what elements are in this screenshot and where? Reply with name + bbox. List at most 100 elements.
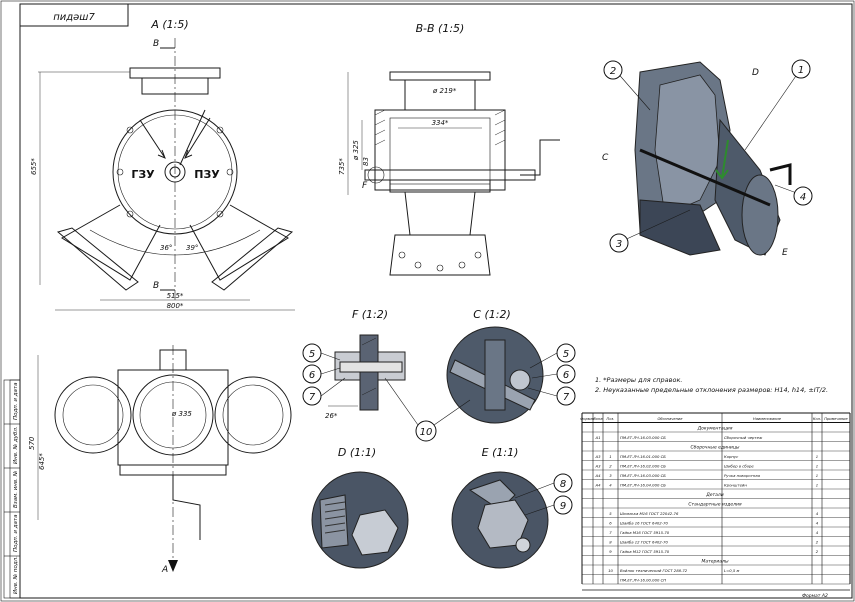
detail-d: D (1:1) bbox=[311, 446, 409, 569]
bom-section-title: Материалы bbox=[702, 559, 729, 565]
dim-655: 655* bbox=[30, 158, 38, 175]
front-645: 645* bbox=[38, 453, 46, 470]
inner-frame bbox=[19, 3, 853, 599]
front-dia: ø 335 bbox=[171, 410, 192, 418]
bb-334: 334* bbox=[432, 119, 449, 127]
bom-section-title: Стандартные изделия bbox=[688, 502, 742, 508]
bom-cell: А4 bbox=[594, 483, 601, 488]
iso-callout-4: 4 bbox=[800, 192, 806, 203]
bb-735: 735* bbox=[338, 158, 346, 175]
bb-dia-top: ø 219* bbox=[432, 87, 457, 95]
bom-header-cell: Обозначение bbox=[658, 417, 684, 421]
side-stamp-1: Подп. и дата bbox=[13, 514, 19, 552]
bom-cell: Шпилька М16 ГОСТ 22042-76 bbox=[620, 511, 679, 516]
bom-cell: А1 bbox=[594, 435, 600, 440]
bom-cell: 4 bbox=[816, 511, 819, 516]
angle-left: 36° bbox=[160, 244, 172, 252]
dim-800: 800* bbox=[167, 302, 184, 310]
bom-cell: Гайка М16 ГОСТ 5915-70 bbox=[620, 530, 670, 535]
section-b-top: B bbox=[153, 39, 159, 49]
angle-right: 39° bbox=[186, 244, 198, 252]
bom-cell: Кронштейн bbox=[724, 483, 747, 488]
iso-callout-1: 1 bbox=[798, 65, 804, 76]
c-callout-6: 6 bbox=[563, 370, 569, 381]
dim-515: 515* bbox=[167, 292, 184, 300]
bom-cell: 1 bbox=[816, 454, 818, 459]
bb-83: 83 bbox=[362, 157, 370, 166]
side-stamp-2: Взам. инв. № bbox=[13, 470, 19, 508]
bom-header-cell: Зона bbox=[593, 417, 602, 421]
note-1: 1. *Размеры для справок. bbox=[595, 376, 682, 384]
bom-header-cell: Примечание bbox=[824, 417, 848, 421]
bom-cell: 2 bbox=[816, 540, 819, 545]
front-view: ø 335 A 570 645* bbox=[28, 345, 292, 575]
bom-cell: Сборочный чертеж bbox=[724, 435, 763, 440]
bom-cell: Войлок технический ГОСТ 288-72 bbox=[620, 568, 688, 573]
bom-cell: 10 bbox=[608, 568, 613, 573]
bom-cell: 1 bbox=[816, 464, 818, 469]
view-a-title: A (1:5) bbox=[150, 18, 188, 31]
view-c-title: C (1:2) bbox=[473, 308, 510, 321]
bom-cell: 2 bbox=[816, 549, 819, 554]
bom-cell: 4 bbox=[816, 521, 819, 526]
bb-f-mark: F bbox=[362, 181, 368, 191]
bb-dia-side: ø 325 bbox=[352, 140, 360, 161]
bom-cell: ПМ.ЕТ.ЛЧ-16.02.000 СБ bbox=[620, 464, 666, 469]
view-e-title: E (1:1) bbox=[482, 446, 519, 459]
bom-cell: 4 bbox=[816, 530, 819, 535]
bom-cell: Шайба 12 ГОСТ 6402-70 bbox=[620, 540, 668, 545]
view-a: A (1:5) ГЗУ ПЗУ 655* 515* 800* 36° bbox=[30, 18, 295, 311]
bom-sheet-format: Формат А2 bbox=[802, 593, 828, 599]
f-callout-6: 6 bbox=[309, 370, 315, 381]
c-callout-7: 7 bbox=[563, 392, 570, 403]
side-stamp: Инв. № подл. Подп. и дата Взам. инв. № И… bbox=[3, 379, 21, 599]
callout-10: 10 bbox=[420, 427, 433, 438]
bom-cell: А3 bbox=[594, 464, 601, 469]
bom-cell: 8 bbox=[609, 540, 612, 545]
f-callout-5: 5 bbox=[309, 349, 315, 360]
arrow-a: A bbox=[161, 565, 168, 575]
front-570: 570 bbox=[28, 436, 36, 450]
bom-header-cell: Наименование bbox=[753, 417, 782, 421]
view-f-title: F (1:2) bbox=[352, 308, 388, 321]
bom-cell: 3 bbox=[609, 473, 612, 478]
iso-letter-d: D bbox=[752, 68, 759, 78]
iso-letter-c: C bbox=[602, 153, 609, 163]
e-callout-8: 8 bbox=[560, 479, 566, 490]
bom-cell: ПМ.ЕТ.ЛЧ-16.04.000 СБ bbox=[620, 483, 666, 488]
bom-cell: Ручка поворотная bbox=[724, 473, 761, 478]
side-stamp-3: Инв. № дубл. bbox=[13, 426, 19, 464]
bom-section-title: Документация bbox=[697, 426, 733, 432]
detail-f: F (1:2) 26* 5 6 7 bbox=[302, 308, 406, 420]
bom-cell: 5 bbox=[609, 511, 612, 516]
top-stamp-text: пидәш7 bbox=[53, 12, 95, 23]
bom-cell: Шибер в сборе bbox=[724, 464, 754, 469]
bom-header-cell: Кол. bbox=[813, 417, 821, 421]
plate-label-left: ГЗУ bbox=[131, 168, 155, 181]
iso-callout-2: 2 bbox=[610, 66, 616, 77]
bom-cell: 1 bbox=[816, 483, 818, 488]
bom-header-cell: Поз. bbox=[607, 417, 615, 421]
c-callout-5: 5 bbox=[563, 349, 569, 360]
iso-callout-3: 3 bbox=[616, 239, 622, 250]
plate-label-right: ПЗУ bbox=[194, 168, 220, 181]
bom-cell: 9 bbox=[609, 549, 612, 554]
side-stamp-4: Подп. и дата bbox=[13, 382, 19, 420]
bom-cell: ПМ.ЕТ.ЛЧ-16.00.000 СП bbox=[620, 578, 666, 583]
f-26: 26* bbox=[325, 412, 338, 420]
bom-cell: ПМ.ЕТ.ЛЧ-16.03.000 СБ bbox=[620, 473, 666, 478]
bom-cell: Шайба 16 ГОСТ 6402-70 bbox=[620, 521, 668, 526]
isometric-view: 2 1 3 4 D C E bbox=[602, 59, 813, 258]
bom-cell: А4 bbox=[594, 473, 601, 478]
bom-cell: L=0,5 м bbox=[724, 568, 740, 573]
iso-letter-e: E bbox=[782, 248, 788, 258]
view-d-title: D (1:1) bbox=[338, 446, 376, 459]
section-b-bottom: B bbox=[153, 281, 159, 291]
side-stamp-0: Инв. № подл. bbox=[13, 556, 19, 594]
bom-cell: 6 bbox=[609, 521, 612, 526]
bom-section-title: Детали bbox=[705, 492, 724, 498]
bom-cell: 2 bbox=[609, 464, 612, 469]
